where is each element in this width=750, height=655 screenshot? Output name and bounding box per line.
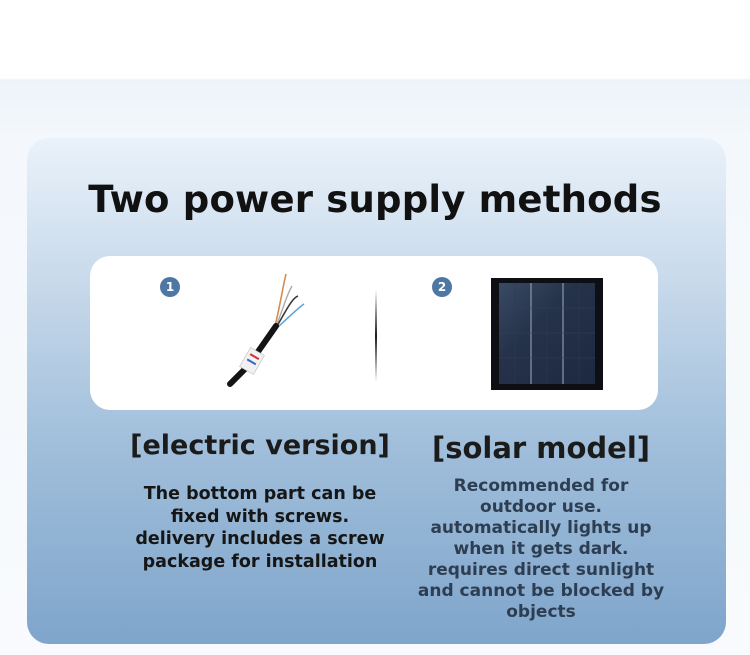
description-line: fixed with screws. [170, 506, 350, 527]
option-description-electric: The bottom part can be fixed with screws… [120, 483, 400, 573]
option-number-badge-1: 1 [160, 277, 180, 297]
option-heading-electric: [electric version] [130, 430, 390, 461]
description-line: outdoor use. [480, 497, 602, 517]
solar-panel-icon [491, 278, 603, 390]
description-line: delivery includes a screw [135, 529, 385, 549]
panel-divider [375, 290, 377, 382]
option-description-solar: Recommended for outdoor use. automatical… [400, 476, 682, 623]
option-heading-solar: [solar model] [431, 431, 651, 465]
description-line: requires direct sunlight [427, 560, 655, 580]
description-line: and cannot be blocked by [417, 581, 665, 601]
description-line: objects [506, 602, 576, 622]
power-cable-icon [227, 273, 305, 387]
option-number-badge-2: 2 [432, 277, 452, 297]
description-line: when it gets dark. [453, 539, 629, 559]
description-line: The bottom part can be [143, 484, 377, 504]
description-line: Recommended for [453, 476, 629, 496]
description-line: package for installation [142, 551, 378, 572]
description-line: automatically lights up [430, 518, 652, 538]
page-title: Two power supply methods [88, 178, 662, 221]
